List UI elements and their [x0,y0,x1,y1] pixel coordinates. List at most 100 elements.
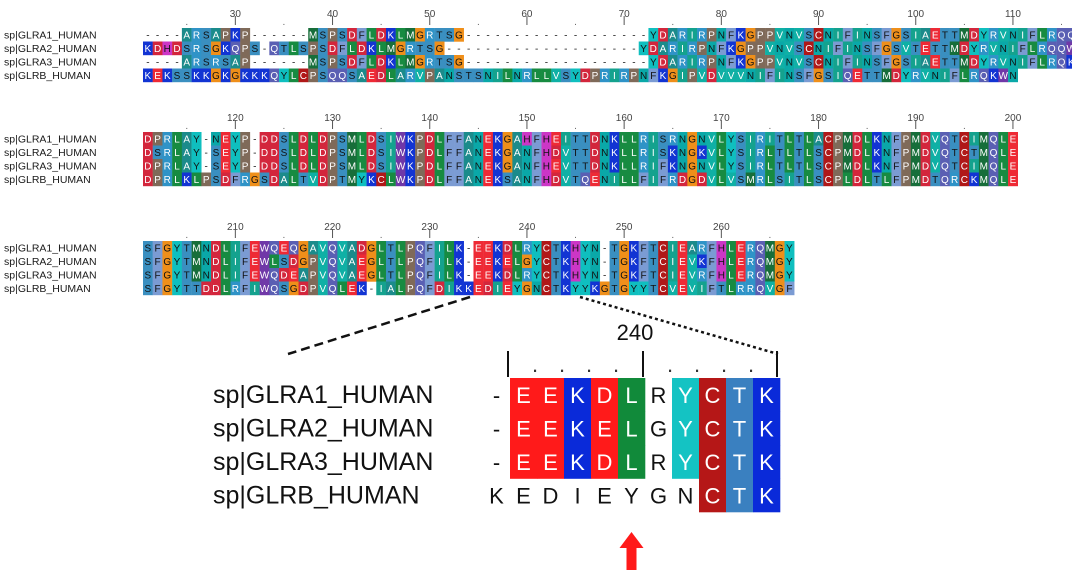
residue-cell [842,145,853,160]
residue-cell [240,241,251,255]
residue-letter: M [980,175,988,186]
residue-letter: T [650,270,656,281]
residue-letter: Q [990,161,998,172]
residue-letter: T [796,175,802,186]
residue-letter: L [398,243,404,254]
residue-letter: D [300,161,307,172]
residue-letter: W [998,71,1008,82]
residue-cell [658,145,669,160]
residue-cell [483,281,494,296]
residue-letter: G [455,30,463,41]
residue-cell [492,68,503,83]
residue-cell [356,145,367,160]
zoom-residue-cell [726,478,754,513]
residue-cell [347,281,358,296]
zoom-residue-letter: - [493,383,500,408]
residue-letter: D [922,175,929,186]
residue-letter: S [339,30,346,41]
residue-letter: E [222,134,229,145]
residue-cell [667,145,678,160]
residue-cell [755,241,766,255]
residue-cell [658,254,669,269]
residue-letter: S [203,57,210,68]
residue-letter: D [368,134,375,145]
residue-letter: L [359,161,365,172]
residue-letter: C [300,71,307,82]
residue-letter: - [554,30,557,41]
residue-cell [842,28,853,42]
residue-letter: L [631,161,637,172]
residue-cell [755,132,766,146]
residue-cell [531,145,542,160]
residue-letter: T [611,270,617,281]
residue-cell [697,68,707,83]
residue-cell [726,172,737,187]
residue-letter: T [572,161,578,172]
residue-cell [891,28,902,42]
residue-cell [424,254,435,269]
residue-cell [249,254,260,269]
residue-letter: N [475,134,482,145]
residue-letter: N [883,161,890,172]
residue-letter: I [652,175,655,186]
residue-letter: F [893,175,899,186]
residue-cell [1037,55,1048,69]
residue-letter: D [970,57,977,68]
residue-cell [755,159,766,173]
residue-cell [774,145,785,160]
residue-cell [463,132,474,146]
residue-letter: K [669,148,676,159]
residue-letter: S [281,284,288,295]
residue-cell [978,159,989,173]
residue-letter: N [203,270,210,281]
residue-letter: E [553,134,560,145]
residue-cell [181,41,192,56]
residue-letter: D [144,148,151,159]
residue-cell [1027,28,1038,42]
residue-letter: E [485,161,492,172]
residue-letter: E [737,270,744,281]
residue-letter: - [603,57,606,68]
residue-cell [308,145,319,160]
residue-letter: P [407,257,414,268]
residue-cell [249,68,260,83]
residue-cell [279,172,289,187]
residue-letter: R [698,57,705,68]
residue-letter: E [737,243,744,254]
residue-letter: D [961,44,968,55]
residue-letter: Q [338,71,346,82]
zoom-residue-cell [726,378,754,412]
residue-cell [259,145,270,160]
residue-cell [881,132,892,146]
residue-cell [570,254,581,269]
residue-cell [337,241,348,255]
residue-cell [211,241,221,255]
residue-letter: T [582,161,588,172]
residue-cell [677,41,688,56]
residue-cell [716,28,727,42]
ruler-dot: . [963,121,966,132]
residue-letter: S [893,44,900,55]
residue-letter: - [302,57,305,68]
residue-letter: I [778,71,781,82]
residue-cell [191,41,202,56]
residue-letter: I [234,257,237,268]
residue-cell [531,268,542,282]
residue-letter: I [856,57,859,68]
residue-letter: G [688,148,696,159]
residue-cell [619,268,630,282]
residue-cell [230,241,241,255]
residue-letter: G [601,284,609,295]
residue-cell [813,132,824,146]
residue-letter: I [681,71,684,82]
residue-cell [881,68,892,83]
residue-letter: N [786,57,793,68]
residue-letter: H [572,270,579,281]
residue-cell [570,281,581,296]
residue-cell [434,55,445,69]
residue-cell [152,68,163,83]
residue-cell [609,145,620,160]
sequence-name: sp|GLRA3_HUMAN [4,56,97,68]
zoom-ruler-dot: . [721,352,727,377]
residue-cell [541,132,552,146]
